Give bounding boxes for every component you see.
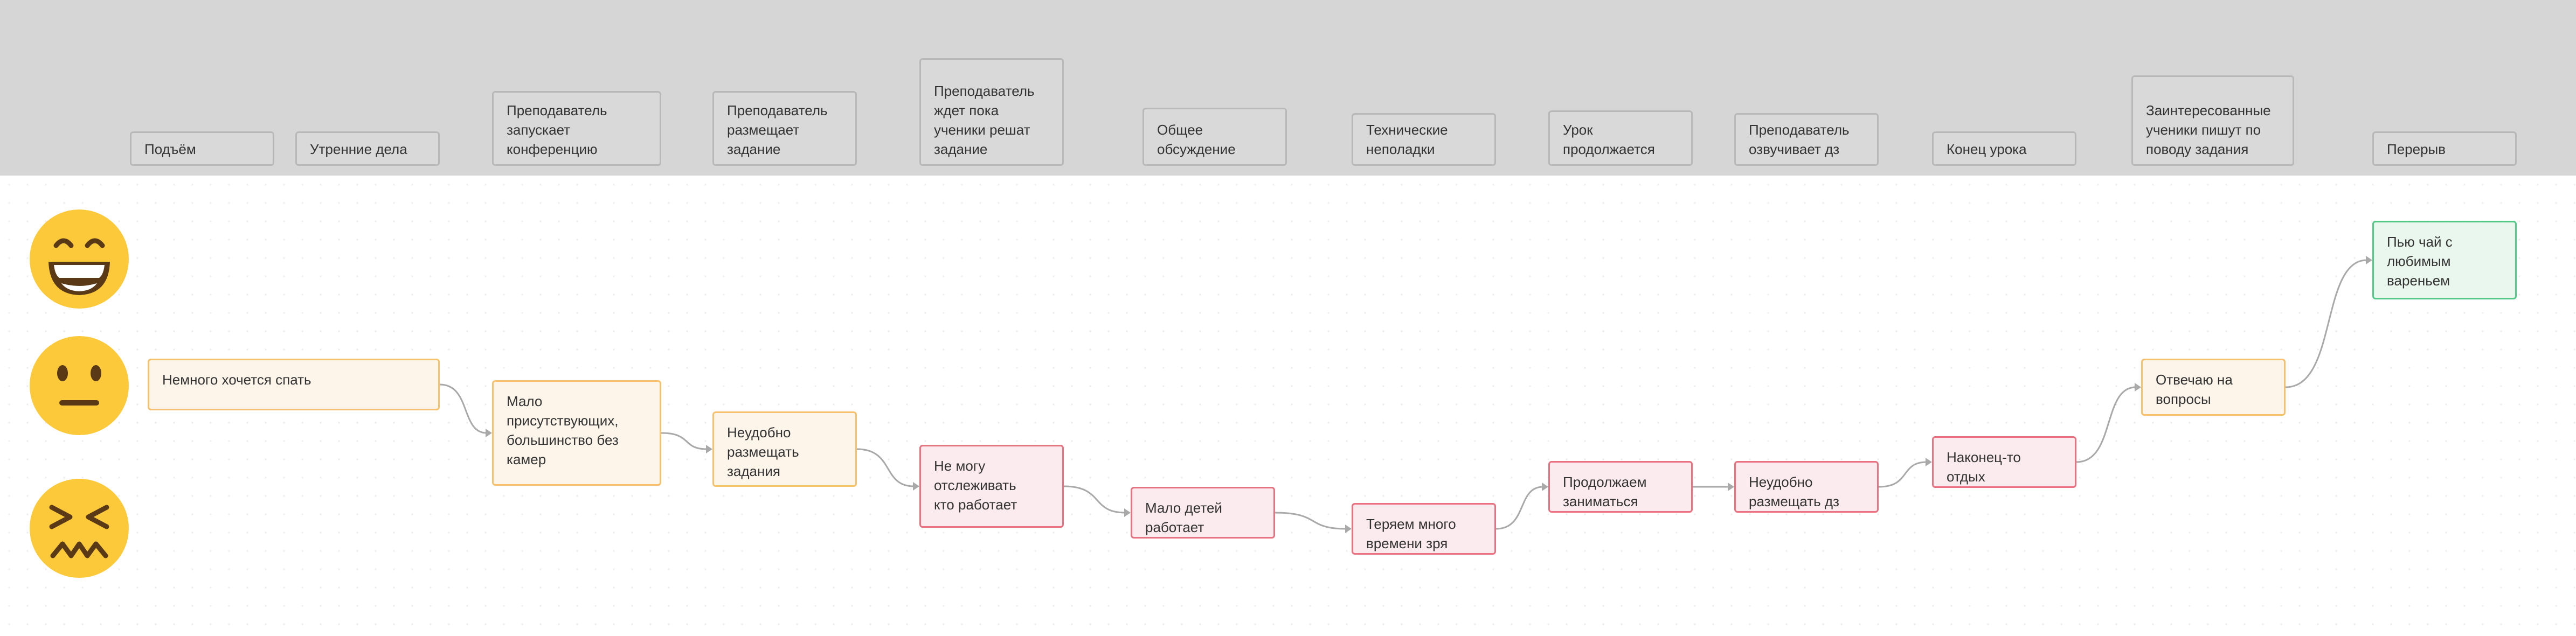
process-step-line: обсуждение	[1157, 141, 1236, 157]
feeling-card-line: времени зря	[1366, 535, 1448, 551]
process-step-line: неполадки	[1366, 141, 1435, 157]
feeling-card-line: камер	[507, 451, 546, 467]
feeling-card-bad: Не могу отслеживать кто работает	[919, 445, 1064, 528]
process-step-card: Заинтересованные ученики пишут по поводу з…	[2131, 75, 2294, 166]
process-step-card: Преподаватель ждет пока ученики решат задан…	[919, 58, 1064, 166]
feeling-card-line: отдых	[1947, 469, 1985, 485]
process-step-card: Общее обсуждение	[1142, 108, 1287, 166]
process-step-card: Преподаватель озвучивает дз	[1734, 113, 1879, 166]
process-step-line: Перерыв	[2387, 141, 2446, 157]
grinning-face-icon	[30, 209, 129, 309]
feeling-card-line: вареньем	[2387, 272, 2450, 289]
process-step-card: Технические неполадки	[1352, 113, 1496, 166]
neutral-face-icon	[30, 336, 129, 435]
connector-arrowhead	[1542, 483, 1548, 491]
feeling-card-neutral: Мало присутствующих, большинство без камер	[492, 380, 661, 486]
connector-arrow	[1495, 486, 1543, 530]
feeling-card-bad: Теряем много времени зря	[1352, 503, 1496, 555]
feeling-card-line: размещать	[727, 444, 799, 460]
connector-arrowhead	[1345, 525, 1352, 533]
process-step-line: размещает	[727, 122, 800, 138]
process-step-line: Технические	[1366, 122, 1448, 138]
feeling-card-line: Мало детей	[1145, 500, 1222, 516]
feeling-card-good: Пью чай с любимым вареньем	[2372, 221, 2517, 299]
process-step-line: Конец урока	[1947, 141, 2027, 157]
feeling-card-bad: Наконец-то отдых	[1932, 436, 2076, 488]
process-step-line: Утренние дела	[310, 141, 407, 157]
connector-arrow	[1063, 485, 1126, 514]
connector-arrow	[661, 432, 708, 450]
process-step-card: Утренние дела	[295, 131, 440, 166]
feeling-card-line: Неудобно	[1749, 474, 1813, 490]
process-step-line: задание	[934, 141, 988, 157]
process-step-card: Подъём	[130, 131, 274, 166]
feeling-card-line: Мало	[507, 393, 543, 409]
connector-arrowhead	[2366, 256, 2372, 264]
process-step-line: Подъём	[144, 141, 196, 157]
connector-arrowhead	[1124, 508, 1131, 517]
process-step-line: Преподаватель	[507, 102, 607, 118]
process-step-card: Конец урока	[1932, 131, 2076, 166]
process-step-card: Преподаватель запускает конференцию	[492, 91, 661, 166]
feeling-card-line: Пью чай с	[2387, 234, 2453, 250]
connector-arrow	[2285, 259, 2367, 388]
process-step-card: Урок продолжается	[1548, 110, 1693, 166]
feeling-card-line: большинство без	[507, 432, 619, 448]
process-step-line: озвучивает дз	[1749, 141, 1840, 157]
connector-arrowhead	[706, 445, 712, 453]
feeling-card-bad: Мало детей работает	[1131, 487, 1275, 539]
feeling-card-bad: Неудобно размещать дз	[1734, 461, 1879, 513]
feeling-card-line: размещать дз	[1749, 493, 1839, 509]
process-step-line: конференцию	[507, 141, 598, 157]
process-step-line: Преподаватель	[727, 102, 828, 118]
process-step-line: запускает	[507, 122, 571, 138]
feeling-card-line: Неудобно	[727, 424, 791, 441]
connector-arrowhead	[486, 429, 492, 437]
feeling-card-line: Наконец-то	[1947, 449, 2021, 465]
feeling-card-line: любимым	[2387, 253, 2451, 269]
process-step-line: ученики пишут по	[2146, 122, 2261, 138]
process-step-line: Преподаватель	[934, 83, 1035, 99]
feeling-card-line: Теряем много	[1366, 516, 1456, 532]
feeling-card-line: кто работает	[934, 497, 1017, 513]
connector-arrow	[856, 448, 915, 487]
connector-arrow	[2076, 386, 2136, 463]
feeling-card-neutral: Немного хочется спать	[148, 359, 440, 410]
feeling-card-line: заниматься	[1563, 493, 1638, 509]
feeling-card-line: задания	[727, 463, 780, 479]
connector-arrowhead	[1728, 483, 1734, 491]
feeling-card-line: Не могу	[934, 458, 986, 474]
process-step-line: Преподаватель	[1749, 122, 1850, 138]
feeling-card-line: Немного хочется спать	[162, 372, 311, 388]
feeling-card-line: отслеживать	[934, 477, 1016, 493]
feeling-card-line: Отвечаю на	[2156, 372, 2233, 388]
feeling-card-neutral: Отвечаю на вопросы	[2141, 359, 2286, 416]
connector-arrow	[439, 383, 487, 434]
process-step-line: задание	[727, 141, 781, 157]
process-step-line: Урок	[1563, 122, 1593, 138]
feeling-card-line: вопросы	[2156, 391, 2211, 407]
process-step-line: ученики решат	[934, 122, 1030, 138]
process-step-card: Перерыв	[2372, 131, 2517, 166]
process-step-card: Преподаватель размещает задание	[712, 91, 857, 166]
connector-arrowhead	[913, 482, 919, 491]
feeling-card-line: присутствующих,	[507, 413, 619, 429]
confounded-face-icon	[30, 479, 129, 578]
process-step-line: ждет пока	[934, 102, 999, 118]
feeling-card-bad: Продолжаем заниматься	[1548, 461, 1693, 513]
connector-arrow	[1878, 461, 1927, 488]
process-step-line: Общее	[1157, 122, 1203, 138]
feeling-card-neutral: Неудобно размещать задания	[712, 411, 857, 487]
process-step-line: поводу задания	[2146, 141, 2249, 157]
process-step-line: продолжается	[1563, 141, 1655, 157]
connector-arrow	[1275, 512, 1347, 530]
connector-arrowhead	[2135, 383, 2141, 392]
process-step-line: Заинтересованные	[2146, 102, 2271, 118]
connector-arrowhead	[1926, 458, 1932, 466]
feeling-card-line: работает	[1145, 519, 1204, 535]
feeling-card-line: Продолжаем	[1563, 474, 1647, 490]
